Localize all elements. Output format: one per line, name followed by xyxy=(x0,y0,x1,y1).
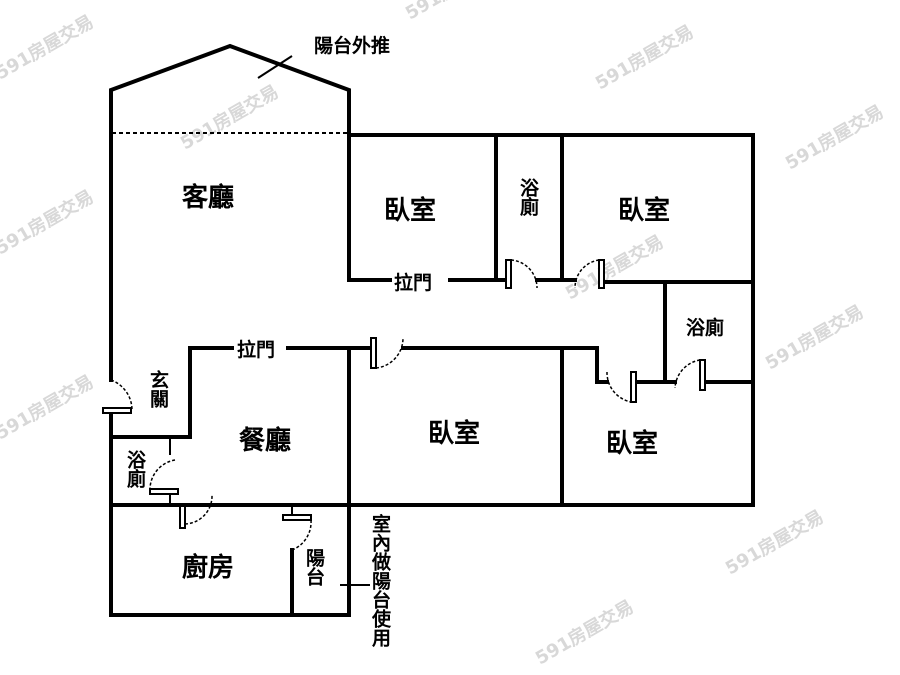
sliding-door-label: 拉門 xyxy=(394,271,432,294)
bathroom-door[interactable] xyxy=(699,359,706,391)
watermark: 591房屋交易 xyxy=(532,595,638,669)
kitchen-door[interactable] xyxy=(179,505,186,529)
indoor-balcony-note: 室內做陽台使用 xyxy=(369,513,392,648)
watermark: 591房屋交易 xyxy=(0,370,97,444)
bedroom-label: 臥室 xyxy=(618,195,670,226)
bathroom-label: 浴廁 xyxy=(124,450,146,489)
balcony-label: 陽台 xyxy=(303,548,325,586)
bedroom-door[interactable] xyxy=(630,371,637,403)
bedroom-label: 臥室 xyxy=(384,195,436,226)
watermark: 591房屋交易 xyxy=(177,80,283,154)
watermark: 591房屋交易 xyxy=(0,185,97,259)
watermark: 591房屋交易 xyxy=(722,505,828,579)
balcony-extension-label: 陽台外推 xyxy=(314,34,390,57)
balcony-door[interactable] xyxy=(282,514,312,521)
living-room-label: 客廳 xyxy=(182,182,234,213)
doors xyxy=(102,259,706,551)
watermark: 591房屋交易 xyxy=(562,230,668,304)
bathroom-label: 浴廁 xyxy=(517,178,539,217)
kitchen-label: 廚房 xyxy=(182,552,234,583)
bathroom-door[interactable] xyxy=(149,488,179,495)
walls xyxy=(109,43,755,617)
bedroom-label: 臥室 xyxy=(428,418,480,449)
sliding-door-label: 拉門 xyxy=(237,338,275,361)
entrance-door[interactable] xyxy=(102,407,132,414)
dining-room-label: 餐廳 xyxy=(239,425,291,456)
watermark: 591房屋交易 xyxy=(0,10,97,84)
entrance-label: 玄關 xyxy=(147,369,169,409)
bathroom-label: 浴廁 xyxy=(686,316,724,339)
bathroom-door[interactable] xyxy=(505,259,512,289)
bedroom-door[interactable] xyxy=(370,337,377,369)
watermark: 591房屋交易 xyxy=(782,100,888,174)
bedroom-door[interactable] xyxy=(598,259,605,289)
watermark: 591房屋交易 xyxy=(762,300,868,374)
bedroom-label: 臥室 xyxy=(606,428,658,459)
watermark: 591房屋交易 xyxy=(592,20,698,94)
watermark: 591房屋交易 xyxy=(402,0,508,24)
